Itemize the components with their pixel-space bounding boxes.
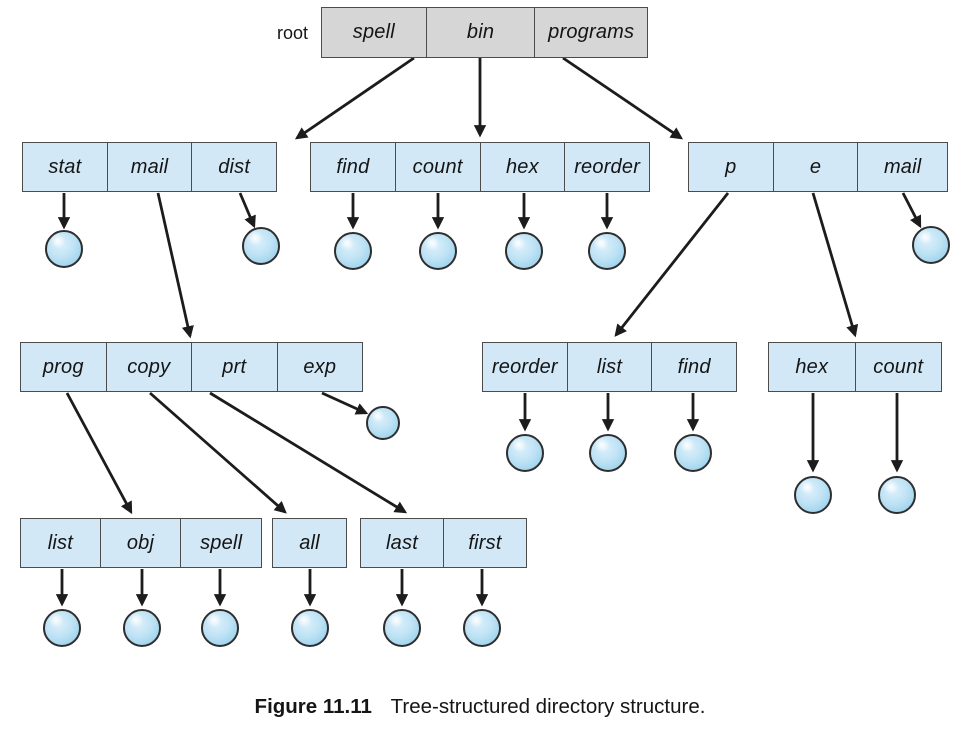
figure-caption: Figure 11.11 Tree-structured directory s… [0, 694, 960, 720]
cell-bin-find: find [311, 143, 396, 191]
arrow-root-spell-to-dir [294, 56, 415, 140]
cell-copy-all: all [299, 531, 320, 554]
arrow-p-to-dir [614, 192, 730, 337]
dir-box-mail: prog copy prt exp [20, 342, 363, 392]
cell-root-spell: spell [322, 8, 427, 57]
file-circle-programs-mail [912, 226, 950, 264]
cell-spell-stat: stat [23, 143, 108, 191]
file-circle-all [291, 609, 329, 647]
dir-box-prog: list obj spell [20, 518, 262, 568]
cell-programs-e: e [774, 143, 859, 191]
cell-mail-exp: exp [303, 355, 337, 378]
arrow-prt-to-dir [209, 391, 408, 514]
file-circle-stat [45, 230, 83, 268]
arrow-prog-to-dir [65, 392, 133, 515]
cell-root-bin: bin [427, 8, 536, 57]
cell-bin-hex: hex [481, 143, 566, 191]
cell-mail-copy: copy [107, 343, 192, 391]
root-label: root [276, 23, 308, 43]
cell-bin-reorder: reorder [574, 155, 641, 178]
file-circle-exp [366, 406, 400, 440]
file-circle-bin-count [419, 232, 457, 270]
arrow-e-to-dir [811, 192, 859, 338]
dir-box-e: hex count [768, 342, 942, 392]
file-circle-bin-find [334, 232, 372, 270]
file-circle-e-count [878, 476, 916, 514]
file-circle-p-find [674, 434, 712, 472]
arrow-mail-to-dir [156, 192, 194, 339]
cell-root-programs: programs [548, 21, 635, 43]
cell-programs-p: p [689, 143, 774, 191]
file-circle-last [383, 609, 421, 647]
file-circle-bin-hex [505, 232, 543, 270]
cell-mail-prt: prt [192, 343, 278, 391]
file-circle-p-reorder [506, 434, 544, 472]
cell-e-hex: hex [769, 343, 856, 391]
file-circle-first [463, 609, 501, 647]
file-circle-prog-spell [201, 609, 239, 647]
file-circle-p-list [589, 434, 627, 472]
cell-spell-mail: mail [108, 143, 193, 191]
file-circle-bin-reorder [588, 232, 626, 270]
figure-caption-text: Tree-structured directory structure. [390, 695, 706, 718]
cell-prog-spell: spell [200, 531, 243, 554]
cell-e-count: count [873, 355, 924, 378]
cell-p-reorder: reorder [483, 343, 568, 391]
cell-mail-prog: prog [21, 343, 107, 391]
dir-box-root: spell bin programs [321, 7, 648, 58]
arrow-dist-to-file [238, 192, 256, 229]
cell-prt-last: last [361, 519, 444, 567]
arrow-programs-mail-to-file [901, 192, 922, 229]
arrow-exp-to-file [321, 391, 369, 415]
cell-prog-list: list [21, 519, 101, 567]
file-circle-prog-obj [123, 609, 161, 647]
arrow-root-programs-to-dir [562, 56, 684, 140]
cell-bin-count: count [396, 143, 481, 191]
cell-programs-mail: mail [883, 155, 922, 178]
cell-p-list: list [568, 343, 653, 391]
file-circle-dist [242, 227, 280, 265]
dir-box-prt: last first [360, 518, 527, 568]
dir-box-spell: stat mail dist [22, 142, 277, 192]
dir-box-p: reorder list find [482, 342, 737, 392]
cell-prog-obj: obj [101, 519, 182, 567]
cell-spell-dist: dist [218, 155, 251, 178]
cell-prt-first: first [468, 531, 502, 554]
arrow-copy-to-dir [149, 391, 287, 514]
dir-box-programs: p e mail [688, 142, 948, 192]
dir-box-bin: find count hex reorder [310, 142, 650, 192]
dir-box-copy: all [272, 518, 347, 568]
file-circle-e-hex [794, 476, 832, 514]
file-circle-prog-list [43, 609, 81, 647]
figure-caption-number: Figure 11.11 [254, 695, 372, 718]
cell-p-find: find [677, 355, 711, 378]
